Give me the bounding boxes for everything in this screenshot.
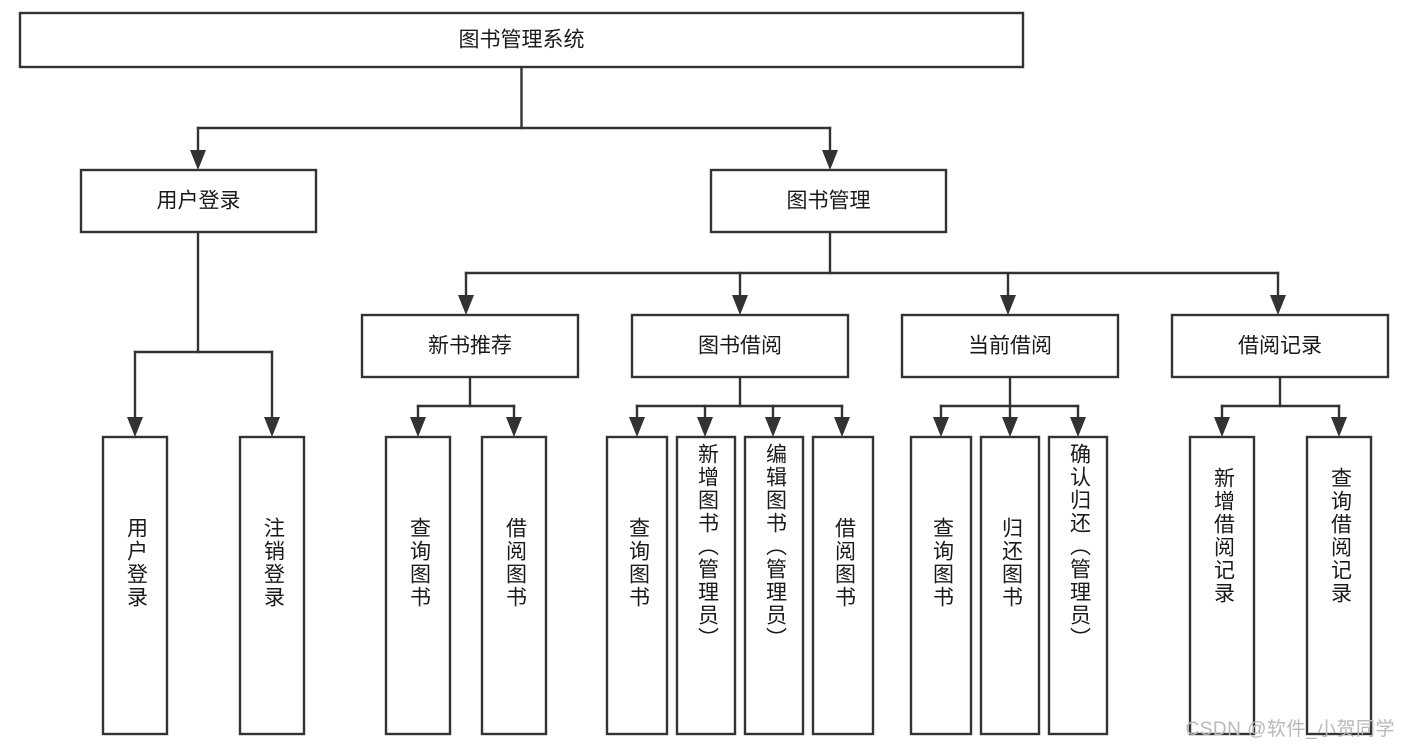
arrow-leaf-query-book-2	[629, 417, 645, 437]
arrow-leaf-confirm-return	[1070, 417, 1086, 437]
node-leaf-add-record-box[interactable]	[1188, 435, 1256, 736]
arrow-leaf-query-book-3	[933, 417, 949, 437]
node-current-borrow-box[interactable]	[900, 313, 1120, 379]
arrow-new-book	[458, 295, 474, 315]
node-leaf-query-book-3-box[interactable]	[909, 435, 973, 736]
node-leaf-query-book-2-box[interactable]	[605, 435, 669, 736]
node-leaf-edit-book-box[interactable]	[743, 435, 805, 736]
arrow-leaf-return-book	[1002, 417, 1018, 437]
node-leaf-query-record-box[interactable]	[1305, 435, 1373, 736]
node-leaf-return-book-box[interactable]	[979, 435, 1041, 736]
arrow-leaf-add-record	[1214, 417, 1230, 437]
node-borrow-record-label: 借阅记录	[1238, 335, 1322, 358]
arrow-book-borrow	[732, 295, 748, 315]
arrow-leaf-add-book	[697, 417, 713, 437]
node-root-label: 图书管理系统	[459, 29, 585, 52]
csdn-watermark: CSDN @软件_小贺同学	[1185, 719, 1395, 740]
node-leaf-borrow-book-2-box[interactable]	[811, 435, 875, 736]
node-leaf-logout-login-box[interactable]	[238, 435, 306, 736]
node-leaf-user-login-box[interactable]	[101, 435, 169, 736]
node-new-book-recommend-label: 新书推荐	[428, 335, 512, 358]
node-book-manage-box[interactable]	[709, 168, 948, 234]
arrow-user-login	[190, 150, 206, 170]
arrow-leaf-user-login	[127, 417, 143, 437]
node-user-login-box[interactable]	[79, 168, 318, 234]
arrow-leaf-borrow-book-1	[506, 417, 522, 437]
node-leaf-query-book-1-box[interactable]	[384, 435, 452, 736]
arrow-current-borrow	[1000, 295, 1016, 315]
node-book-borrow-label: 图书借阅	[698, 335, 782, 358]
node-book-borrow-box[interactable]	[630, 313, 850, 379]
node-new-book-recommend-box[interactable]	[360, 313, 580, 379]
arrow-borrow-record	[1270, 295, 1286, 315]
arrow-leaf-query-record	[1331, 417, 1347, 437]
node-leaf-confirm-return-box[interactable]	[1047, 435, 1109, 736]
arrow-book-manage	[822, 150, 838, 170]
node-borrow-record-box[interactable]	[1170, 313, 1390, 379]
node-group: 图书管理系统 用户登录 图书管理 新书推荐 图书借阅 当前借阅 借阅记录	[18, 11, 1390, 736]
connector-group	[127, 65, 1347, 437]
arrow-leaf-logout-login	[264, 417, 280, 437]
node-leaf-borrow-book-1-box[interactable]	[480, 435, 548, 736]
node-current-borrow-label: 当前借阅	[968, 335, 1052, 358]
arrow-leaf-edit-book	[765, 417, 781, 437]
node-leaf-add-book-box[interactable]	[675, 435, 737, 736]
arrow-leaf-query-book-1	[410, 417, 426, 437]
node-user-login-label: 用户登录	[157, 190, 241, 213]
node-book-manage-label: 图书管理	[787, 190, 871, 213]
arrow-leaf-borrow-book-2	[834, 417, 850, 437]
node-root-box[interactable]	[18, 11, 1025, 69]
